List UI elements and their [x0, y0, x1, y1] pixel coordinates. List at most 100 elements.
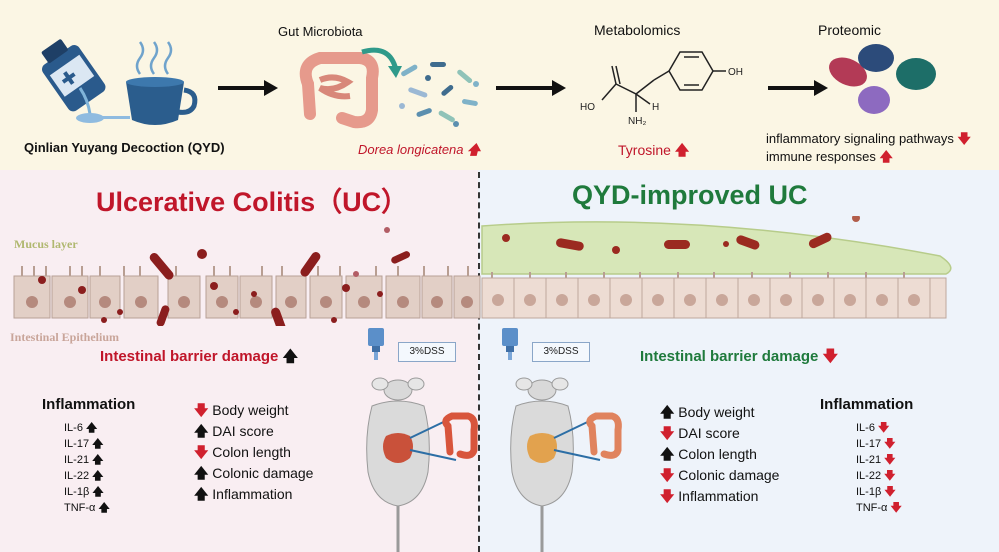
mouse-illustration — [366, 377, 478, 552]
cytokine-item: TNF-α 🡅 — [64, 500, 110, 516]
effect-item: 🡅 Colon length — [660, 444, 779, 465]
arrow-up-icon: 🡅 — [86, 422, 98, 434]
cytokine-item: TNF-α 🡇 — [856, 500, 902, 516]
arrow-down-icon: 🡇 — [660, 425, 675, 441]
arrow-up-icon: 🡅 — [92, 486, 104, 498]
effect-item: 🡇 DAI score — [660, 423, 779, 444]
panel-divider — [478, 172, 480, 552]
uc-title: Ulcerative Colitis（UC） — [96, 187, 409, 217]
cytokine-label: IL-6 — [856, 422, 879, 434]
tyrosine-structure: OH HO NH₂ H — [580, 51, 743, 127]
drug-label: Qinlian Yuyang Decoction (QYD) — [24, 140, 225, 155]
uc-barrier-label: Intestinal barrier damage 🡅 — [100, 348, 298, 365]
arrow-down-icon: 🡇 — [822, 348, 838, 365]
ho-text: HO — [580, 102, 595, 113]
nuclei-left — [26, 296, 473, 308]
arrow-down-icon: 🡇 — [660, 467, 675, 483]
uc-cytokine-list: IL-6 🡅IL-17 🡅IL-21 🡅IL-22 🡅IL-1β 🡅TNF-α … — [64, 420, 110, 516]
effect-label: Colon length — [208, 444, 291, 460]
tea-cup-icon — [126, 41, 198, 125]
uc-inflammation-heading: Inflammation — [42, 396, 136, 413]
flow-arrow-1 — [218, 80, 278, 96]
healthy-intestine-icon — [586, 412, 622, 459]
microvilli-left — [21, 266, 469, 276]
effect-label: DAI score — [674, 425, 740, 441]
effect-label: Colonic damage — [674, 467, 780, 483]
gut-microbiota-label: Gut Microbiota — [278, 24, 363, 39]
nuclei-right — [492, 294, 920, 306]
mucus-layer-shape — [481, 221, 952, 275]
gut-microbiota-illustration — [299, 47, 479, 129]
arrow-up-icon: 🡅 — [194, 465, 209, 481]
cytokine-label: IL-1β — [856, 486, 885, 498]
cytokine-item: IL-17 🡅 — [64, 436, 110, 452]
effect-label: Body weight — [674, 404, 755, 420]
effect-label: Body weight — [208, 402, 289, 418]
nh2-text: NH₂ — [628, 116, 646, 127]
pathway-label: inflammatory signaling pathways 🡇 — [766, 131, 971, 146]
medicine-bottle-icon — [41, 39, 106, 112]
tyrosine-label: Tyrosine 🡅 — [618, 142, 690, 158]
spoon-icon — [76, 113, 130, 123]
arrow-up-icon: 🡅 — [660, 404, 675, 420]
oh-text: OH — [728, 67, 743, 78]
cytokine-label: IL-21 — [64, 454, 93, 466]
arrow-down-icon: 🡇 — [884, 454, 896, 466]
effect-item: 🡇 Colon length — [194, 442, 313, 463]
epithelial-cells-right — [481, 277, 947, 319]
mouse-illustration — [510, 377, 622, 552]
effect-label: Colon length — [674, 446, 757, 462]
cytokine-item: IL-1β 🡅 — [64, 484, 110, 500]
effect-item: 🡅 Colonic damage — [194, 463, 313, 484]
cytokine-label: IL-6 — [64, 422, 87, 434]
uc-effects-list: 🡇 Body weight 🡅 DAI score 🡇 Colon length🡅 … — [194, 400, 313, 505]
microvilli-right — [491, 272, 905, 278]
cytokine-item: IL-22 🡅 — [64, 468, 110, 484]
proteomic-label: Proteomic — [818, 22, 882, 38]
cytokine-label: TNF-α — [856, 502, 891, 514]
cytokine-label: IL-21 — [856, 454, 885, 466]
qyd-inflammation-heading: Inflammation — [820, 396, 914, 413]
qyd-title: QYD-improved UC — [572, 180, 808, 210]
effect-label: Inflammation — [208, 486, 293, 502]
arrow-up-icon: 🡅 — [194, 423, 209, 439]
cytokine-label: TNF-α — [64, 502, 99, 514]
protein-structures-icon — [829, 44, 936, 114]
cytokine-item: IL-17 🡇 — [856, 436, 902, 452]
cytokine-item: IL-21 🡇 — [856, 452, 902, 468]
arrow-up-icon: 🡅 — [674, 142, 690, 158]
dss-label-box: 3%DSS — [532, 342, 590, 362]
arrow-up-icon: 🡅 — [282, 348, 298, 365]
cytokine-label: IL-22 — [856, 470, 885, 482]
bacteria-right — [502, 232, 832, 254]
dorea-label: Dorea longicatena 🡅 — [358, 142, 481, 157]
bacteria-left — [38, 249, 411, 326]
intestine-icon — [299, 52, 379, 129]
arrow-down-icon: 🡇 — [890, 502, 902, 514]
qyd-barrier-label: Intestinal barrier damage 🡇 — [640, 348, 838, 365]
cytokine-item: IL-21 🡅 — [64, 452, 110, 468]
dss-bottle-icon — [368, 328, 384, 360]
effect-label: Colonic damage — [208, 465, 314, 481]
arrow-down-icon: 🡇 — [884, 470, 896, 482]
arrow-up-icon: 🡅 — [98, 502, 110, 514]
arrow-up-icon: 🡅 — [92, 470, 104, 482]
effect-item: 🡇 Body weight — [194, 400, 313, 421]
effect-label: DAI score — [208, 423, 274, 439]
qyd-cytokine-list: IL-6 🡇IL-17 🡇IL-21 🡇IL-22 🡇IL-1β 🡇TNF-α … — [856, 420, 902, 516]
effect-item: 🡅 Body weight — [660, 402, 779, 423]
inflamed-intestine-icon — [442, 412, 478, 459]
arrow-up-icon: 🡅 — [879, 149, 893, 164]
qyd-effects-list: 🡅 Body weight🡇 DAI score🡅 Colon length🡇 … — [660, 402, 779, 507]
arrow-down-icon: 🡇 — [878, 422, 890, 434]
arrow-up-icon: 🡅 — [92, 454, 104, 466]
dss-label-box: 3%DSS — [398, 342, 456, 362]
healthy-colon-icon — [527, 433, 557, 463]
metabolomics-label: Metabolomics — [594, 22, 681, 38]
arrow-down-icon: 🡇 — [884, 438, 896, 450]
intestinal-epithelium-label: Intestinal Epithelium — [10, 330, 120, 344]
inflamed-colon-icon — [383, 433, 413, 463]
cytokine-item: IL-6 🡅 — [64, 420, 110, 436]
cytokine-label: IL-1β — [64, 486, 93, 498]
arrow-down-icon: 🡇 — [957, 131, 971, 146]
